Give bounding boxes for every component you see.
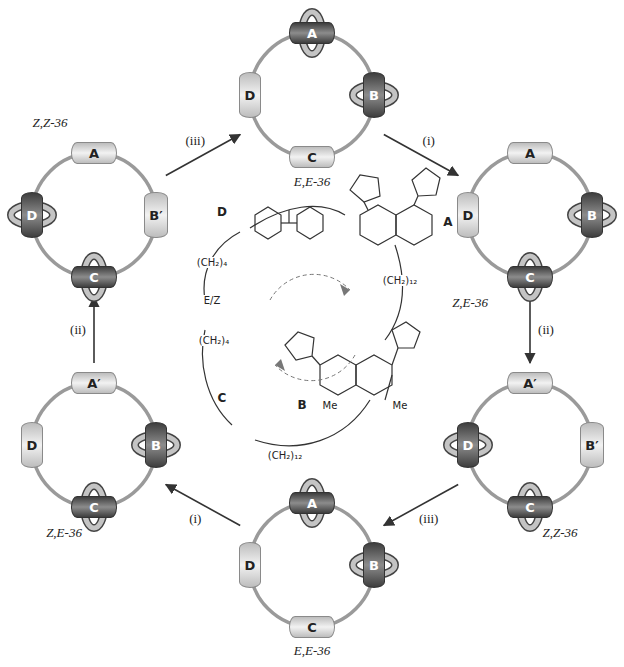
station-cylinder: C (507, 496, 553, 518)
station-cylinder: B (581, 192, 603, 238)
state-ring: Z,Z-36A′B′CD (455, 370, 605, 520)
station-cylinder: B (363, 72, 385, 118)
station-name: A (442, 215, 453, 229)
station-letter: C (89, 270, 99, 285)
state-ring: Z,Z-36AB′CD (19, 140, 169, 290)
structure-label: (CH₂)₁₂ (382, 275, 418, 286)
station-letter: B (587, 208, 597, 223)
station-cylinder: B (145, 422, 167, 468)
macrocycle-ring-face (353, 85, 395, 105)
station-letter: B (369, 88, 379, 103)
station-cylinder: C (71, 266, 117, 288)
station-letter: D (245, 558, 256, 573)
station-cylinder: D (239, 542, 261, 588)
macrocycle-ring-face (353, 555, 395, 575)
station-cylinder: A (507, 142, 553, 164)
step-label: (ii) (536, 322, 556, 338)
station-letter: D (27, 438, 38, 453)
state-ring: Z,E-36ABCD (455, 140, 605, 290)
station-cylinder: B (363, 542, 385, 588)
station-cylinder: A (289, 22, 335, 44)
macrocycle-ring-face (11, 205, 53, 225)
step-label: (iii) (417, 511, 441, 527)
macrocycle-backbone (202, 168, 440, 446)
macrocycle-ring (571, 205, 613, 225)
station-cylinder: A′ (71, 372, 117, 394)
reaction-arrow (93, 297, 95, 363)
state-label: Z,E-36 (452, 295, 488, 311)
station-letter: B′ (149, 208, 162, 223)
station-cylinder: A′ (507, 372, 553, 394)
station-letter: D (245, 88, 256, 103)
station-cylinder: D (21, 422, 43, 468)
macrocycle-ring-face (571, 205, 613, 225)
station-letter: C (89, 500, 99, 515)
structure-label: Me (392, 400, 409, 411)
macrocycle-ring (135, 435, 177, 455)
macrocycle-ring (11, 205, 53, 225)
station-cylinder: A (289, 492, 335, 514)
station-cylinder: D (239, 72, 261, 118)
reaction-arrow (529, 297, 531, 363)
station-name: D (216, 205, 228, 219)
station-letter: B (369, 558, 379, 573)
station-letter: A (307, 26, 317, 41)
state-ring: E,E-36ABCD (237, 490, 387, 640)
station-letter: C (525, 500, 535, 515)
state-label: Z,Z-36 (32, 115, 67, 131)
station-cylinder: B′ (580, 422, 603, 468)
station-letter: B′ (585, 438, 598, 453)
station-letter: A (307, 496, 317, 511)
macrocycle-ring (447, 435, 489, 455)
station-letter: C (525, 270, 535, 285)
station-cylinder: C (289, 616, 335, 638)
rotation-arrowheads (275, 284, 350, 371)
rotation-arrows (270, 274, 355, 380)
state-label: Z,Z-36 (542, 525, 577, 541)
macrocycle-ring (353, 555, 395, 575)
step-label: (i) (421, 133, 437, 149)
structure-label: E/Z (203, 295, 222, 306)
step-label: (i) (187, 511, 203, 527)
station-cylinder: B′ (144, 192, 167, 238)
station-letter: A′ (523, 376, 537, 391)
structure-label: (CH₂)₄ (198, 335, 230, 346)
station-cylinder: A (71, 142, 117, 164)
state-ring: E,E-36ABCD (237, 20, 387, 170)
structure-label: (CH₂)₄ (196, 257, 228, 268)
station-letter: A (525, 146, 535, 161)
step-label: (ii) (68, 322, 88, 338)
structure-label: (CH₂)₁₂ (267, 450, 303, 461)
macrocycle-ring (353, 85, 395, 105)
station-cylinder: D (21, 192, 43, 238)
state-ring: Z,E-36A′BCD (19, 370, 169, 520)
state-label: Z,E-36 (46, 525, 82, 541)
macrocycle-ring-face (447, 435, 489, 455)
macrocycle-ring-face (135, 435, 177, 455)
station-letter: C (307, 620, 317, 635)
station-cylinder: D (457, 192, 479, 238)
station-cylinder: C (507, 266, 553, 288)
station-letter: A (89, 146, 99, 161)
station-letter: D (27, 208, 38, 223)
station-letter: A′ (87, 376, 101, 391)
station-name: B (296, 398, 307, 412)
station-name: C (217, 391, 228, 405)
station-cylinder: C (71, 496, 117, 518)
station-letter: C (307, 150, 317, 165)
station-letter: D (463, 208, 474, 223)
station-letter: D (463, 438, 474, 453)
structure-label: Me (322, 400, 339, 411)
station-cylinder: D (457, 422, 479, 468)
state-label: E,E-36 (294, 174, 330, 190)
step-label: (iii) (184, 133, 208, 149)
station-letter: B (151, 438, 161, 453)
state-label: E,E-36 (294, 643, 330, 659)
station-cylinder: C (289, 146, 335, 168)
